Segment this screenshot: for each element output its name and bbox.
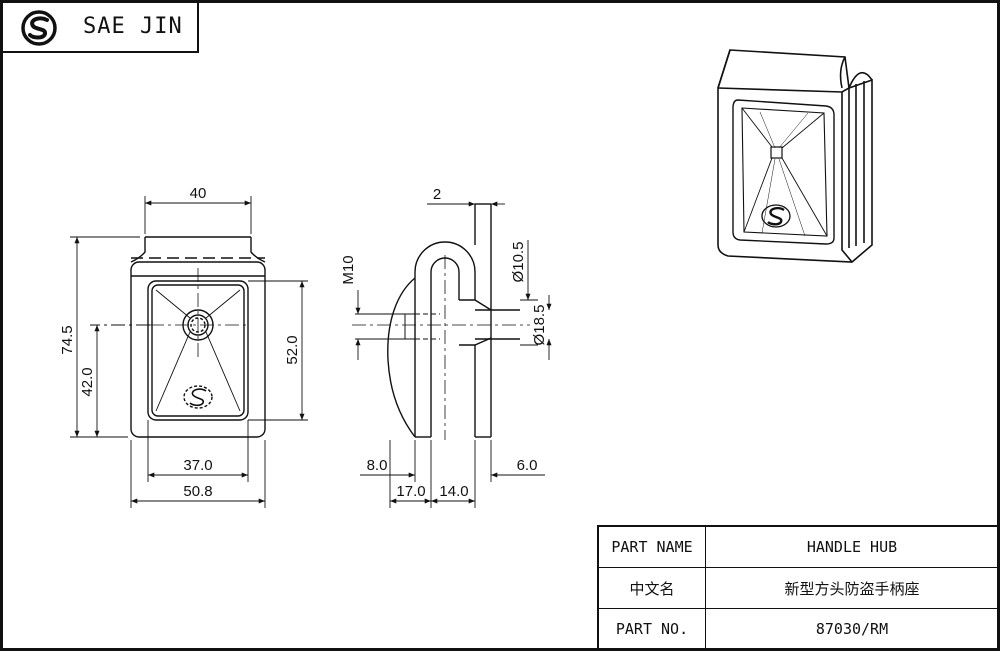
dim-side-dia-small: Ø10.5	[510, 242, 527, 283]
title-value: 87030/RM	[815, 620, 889, 638]
dim-front-hole-height: 42.0	[79, 367, 96, 396]
title-row-part-no: PART NO. 87030/RM	[599, 609, 997, 649]
dim-side-wall: 2	[433, 186, 441, 203]
brand-name: SAE JIN	[83, 14, 183, 39]
dim-front-right-height: 52.0	[284, 335, 301, 364]
isometric-view	[717, 49, 873, 263]
title-block: PART NAME HANDLE HUB 中文名 新型方头防盗手柄座 PART …	[597, 525, 997, 649]
dim-side-right-offset: 6.0	[517, 457, 538, 474]
dim-side-dia-large: Ø18.5	[531, 305, 548, 346]
dim-side-thread: M10	[340, 255, 357, 284]
dim-front-outer-width: 50.8	[183, 483, 212, 500]
title-label: PART NO.	[599, 609, 706, 649]
brand-box: SAE JIN	[3, 3, 199, 53]
side-view	[352, 203, 530, 440]
title-label: 中文名	[599, 568, 706, 608]
title-row-chinese-name: 中文名 新型方头防盗手柄座	[599, 568, 997, 609]
dim-side-left-offset: 8.0	[367, 457, 388, 474]
dim-front-total-height: 74.5	[59, 325, 76, 354]
front-view-dimensions	[70, 196, 308, 508]
title-value: HANDLE HUB	[806, 538, 898, 556]
dim-side-depth-2: 14.0	[439, 483, 468, 500]
title-row-part-name: PART NAME HANDLE HUB	[599, 527, 997, 568]
title-value: 新型方头防盗手柄座	[784, 579, 920, 598]
dim-side-depth-1: 17.0	[396, 483, 425, 500]
title-label: PART NAME	[599, 527, 706, 567]
front-view	[130, 236, 266, 438]
dim-front-top-width: 40	[190, 185, 207, 202]
side-view-dimensions	[355, 201, 552, 508]
dim-front-inner-width: 37.0	[183, 457, 212, 474]
sj-logo-icon	[21, 10, 57, 46]
